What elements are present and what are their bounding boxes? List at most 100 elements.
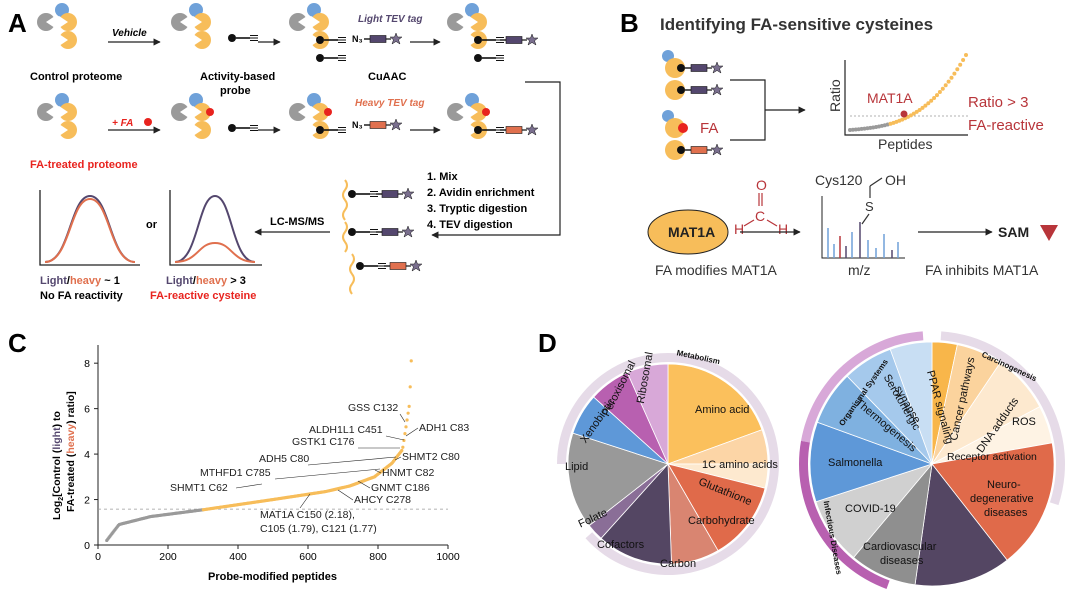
mini-point [935, 93, 939, 98]
svg-text:diseases: diseases [984, 507, 1028, 519]
data-point [408, 385, 412, 389]
pie-slice [809, 421, 934, 503]
x-tick-label: 800 [369, 551, 387, 563]
peptide-annotations: GSS C132 ALDH1L1 C451 ADH1 C83 GSTK1 C17… [170, 402, 469, 535]
svg-text:S: S [865, 199, 874, 214]
sam-label: SAM [998, 224, 1029, 240]
mini-point [961, 58, 966, 63]
svg-text:SHMT2 C80: SHMT2 C80 [402, 451, 460, 463]
mini-ratio-plot [844, 53, 968, 136]
cys120-label: Cys120 [815, 172, 863, 188]
pie-slice [931, 442, 1055, 561]
svg-text:GSTK1 C176: GSTK1 C176 [292, 436, 355, 448]
panel-a-letter: A [8, 8, 27, 38]
category-ring [799, 440, 890, 589]
workflow-steps: 1. Mix 2. Avidin enrichment 3. Tryptic d… [427, 171, 535, 231]
svg-text:HNMT C82: HNMT C82 [382, 467, 434, 479]
formaldehyde-structure: O C H H [734, 177, 788, 237]
azide-label-2: N₃ [352, 120, 363, 130]
pie-slice [914, 463, 1008, 587]
mini-point [848, 128, 852, 132]
mini-point [862, 126, 867, 131]
data-point [407, 404, 411, 408]
mat1a-point-label: MAT1A [867, 90, 913, 106]
mat1a-point [900, 110, 908, 118]
mini-point [955, 67, 960, 72]
svg-text:C: C [755, 208, 765, 224]
data-point [402, 438, 406, 443]
fa-inhibits-label: FA inhibits MAT1A [925, 262, 1039, 278]
panel-b-title: Identifying FA-sensitive cysteines [660, 15, 933, 34]
mini-point [929, 98, 934, 103]
svg-text:ALDH1L1 C451: ALDH1L1 C451 [309, 424, 383, 436]
c-ylabel-line1: Log2[Control (light) to [51, 411, 65, 520]
light-labeled-proteins [662, 50, 724, 100]
panel-c-letter: C [8, 328, 27, 358]
svg-text:COVID-19: COVID-19 [845, 503, 896, 515]
chromatogram-fa-reactive [169, 190, 262, 266]
mini-point [964, 53, 968, 57]
svg-text:H: H [734, 221, 744, 237]
or-label: or [146, 219, 158, 231]
data-point [409, 359, 413, 363]
mini-point [853, 127, 858, 132]
fa-treated-proteome-label: FA-treated proteome [30, 159, 138, 171]
mini-point [856, 127, 861, 132]
pie-slice [667, 463, 766, 552]
y-tick-label: 6 [84, 404, 90, 416]
light-tag-icon [363, 32, 403, 45]
mini-point [958, 62, 963, 67]
svg-text:H: H [778, 221, 788, 237]
mini-point [850, 127, 855, 132]
svg-text:GSS C132: GSS C132 [348, 402, 398, 414]
x-tick-label: 0 [95, 551, 101, 563]
y-tick-label: 2 [84, 495, 90, 507]
mat1a-ellipse [647, 209, 729, 255]
category-ring [801, 331, 924, 443]
svg-text:GNMT C186: GNMT C186 [371, 482, 430, 494]
pie-right [799, 331, 1065, 589]
pie-slice [667, 363, 763, 465]
lcms-label: LC-MS/MS [270, 216, 324, 228]
activity-probe-label-1: Activity-based [200, 71, 275, 83]
x-tick-label: 1000 [436, 551, 460, 563]
mini-point [937, 89, 942, 94]
svg-text:O: O [756, 177, 767, 193]
svg-text:Cofactors: Cofactors [597, 539, 645, 551]
data-point [400, 448, 404, 453]
svg-text:SHMT1 C62: SHMT1 C62 [170, 482, 228, 494]
svg-text:degenerative: degenerative [970, 493, 1034, 505]
mass-spectrum [821, 196, 905, 259]
mini-point [949, 75, 954, 80]
svg-text:diseases: diseases [880, 555, 924, 567]
mini-point [932, 95, 937, 100]
mini-point [952, 71, 957, 76]
mini-point [859, 126, 864, 131]
mini-point [943, 83, 948, 88]
mini-point [914, 109, 919, 114]
mini-point [926, 101, 931, 106]
activity-probe-icon [227, 33, 259, 43]
svg-text:C105 (1.79), C121 (1.77): C105 (1.79), C121 (1.77) [260, 523, 377, 535]
mini-point [946, 79, 951, 84]
mini-point [940, 86, 945, 91]
ratio-1-label: Light/heavy ~ 1 [40, 275, 120, 287]
svg-text:Neuro-: Neuro- [987, 479, 1021, 491]
fa-modifies-label: FA modifies MAT1A [655, 262, 778, 278]
svg-text:ADH1 C83: ADH1 C83 [419, 422, 469, 434]
mat1a-label: MAT1A [668, 224, 715, 240]
mini-point [911, 111, 916, 116]
y-tick-label: 4 [84, 449, 90, 461]
step-1: 1. Mix [427, 171, 458, 183]
svg-text:Carbohydrate: Carbohydrate [688, 515, 755, 527]
panel-b-letter: B [620, 8, 639, 38]
ratio-2-caption: FA-reactive cysteine [150, 290, 256, 302]
control-proteome-icon [37, 3, 77, 49]
svg-text:Lipid: Lipid [565, 461, 588, 473]
mini-point [923, 103, 928, 108]
plus-fa-label: + FA [112, 118, 133, 129]
data-point [405, 418, 409, 422]
